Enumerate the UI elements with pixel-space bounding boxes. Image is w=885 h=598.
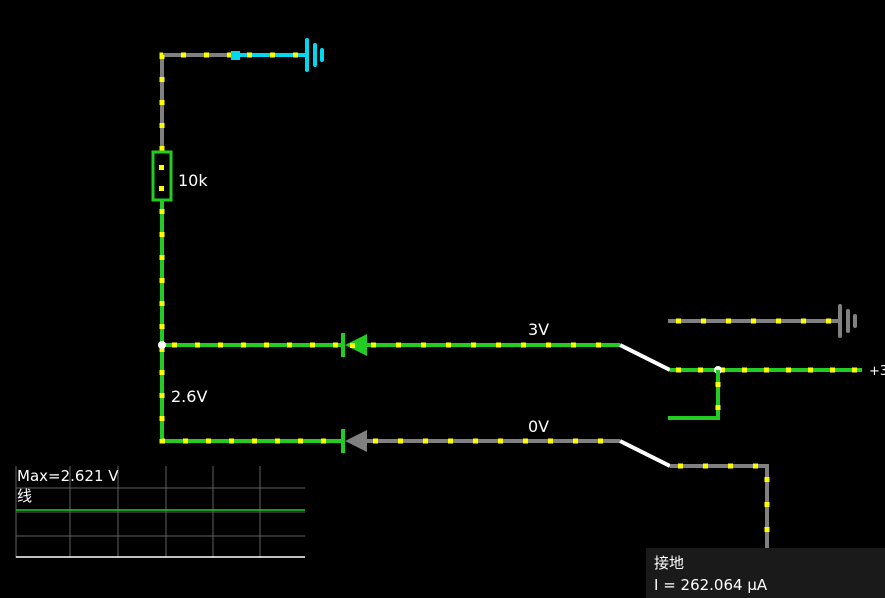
ground-icon-top[interactable]	[305, 38, 324, 72]
diode-b[interactable]	[341, 429, 367, 453]
junction-node	[158, 341, 166, 349]
switch-a[interactable]	[619, 343, 671, 372]
switch-b[interactable]	[619, 439, 671, 468]
resistor-label: 10k	[178, 171, 208, 190]
node-voltage-label: 2.6V	[171, 387, 207, 406]
wire-left-vertical[interactable]	[159, 201, 343, 444]
resistor-10k[interactable]	[151, 150, 173, 202]
wire-ground-b[interactable]	[670, 463, 770, 548]
wire-top-right[interactable]	[231, 51, 305, 60]
wire-top-left[interactable]	[159, 52, 235, 151]
scope-panel[interactable]: Max=2.621 V 线	[15, 466, 305, 558]
wire-rail-stub[interactable]	[668, 370, 720, 420]
info-current: I = 262.064 µA	[654, 576, 768, 594]
scope-max-label: Max=2.621 V	[17, 467, 119, 485]
diode-a[interactable]	[341, 333, 367, 357]
input-b-label: 0V	[528, 417, 549, 436]
input-a-label: 3V	[528, 320, 549, 339]
rail-label: +3	[869, 364, 885, 379]
info-element-name: 接地	[654, 554, 685, 572]
info-panel: 接地 I = 262.064 µA	[646, 548, 885, 598]
scope-trace-label: 线	[17, 487, 32, 505]
ground-icon-right[interactable]	[838, 304, 857, 338]
